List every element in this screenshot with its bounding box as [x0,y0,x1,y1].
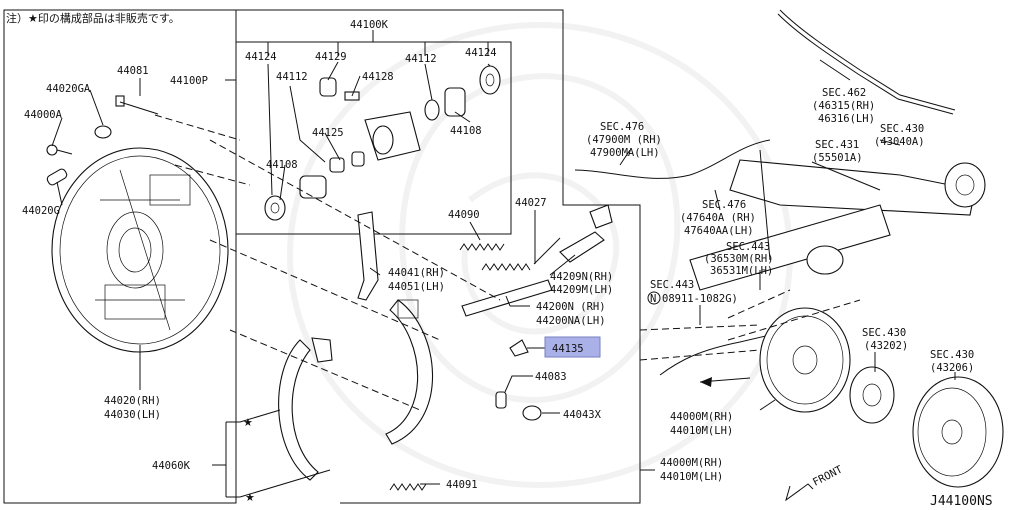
label-sec430-mid: SEC.430 [862,327,906,339]
diagram-id: J44100NS [930,494,993,509]
label-sec462-lh: 46316(LH) [818,113,875,125]
label-44135: 44135 [552,343,584,355]
label-44000A: 44000A [24,109,63,121]
spring-44090 [459,243,505,251]
label-sec443-a-lh: 36531M(LH) [710,265,773,277]
highlight-44135 [544,336,601,358]
label-44051: 44051(LH) [388,281,445,293]
spring-44027 [481,237,561,271]
label-44200NA: 44200NA(LH) [536,315,606,327]
label-44083: 44083 [535,371,567,383]
label-44209M: 44209M(LH) [550,284,613,296]
spring-44091 [389,483,427,491]
label-sec443-b-part: 08911-1082G) [662,293,738,305]
assembly-arrowhead [700,377,712,387]
grommet-44020GA [94,125,112,139]
label-44124-right: 44124 [465,47,497,59]
plug-44020G [46,168,68,186]
label-44100K: 44100K [350,19,389,31]
part-44135 [509,339,529,357]
label-44043X: 44043X [563,409,602,421]
label-44200N: 44200N (RH) [536,301,606,313]
label-sec430-top-part: (43040A) [874,136,925,148]
cup-44043X [522,405,542,421]
label-44010M-right: 44010M(LH) [670,425,733,437]
label-sec476-top-lh: 47900MA(LH) [590,147,660,159]
label-sec430-right: SEC.430 [930,349,974,361]
label-44209N: 44209N(RH) [550,271,613,283]
brake-drum [912,376,1004,488]
brake-shoes [278,299,433,481]
bolt-44000A [46,144,73,156]
n-circle-icon [647,291,661,305]
leader-lines [51,30,956,498]
label-sec430-right-part: (43206) [930,362,974,374]
labels: 44100K 44100P 44124 44129 44112 44128 44… [22,19,993,509]
label-44010M-bottom: 44010M(LH) [660,471,723,483]
bolt-44081 [115,95,159,115]
label-sec430-top: SEC.430 [880,123,924,135]
label-44129: 44129 [315,51,347,63]
front-label: FRONT [811,463,845,488]
label-44041: 44041(RH) [388,267,445,279]
label-sec443-a-rh: (36530M(RH) [704,253,774,265]
guide-lines [154,114,861,411]
label-44000M-right: 44000M(RH) [670,411,733,423]
label-44108-right: 44108 [450,125,482,137]
label-44060K: 44060K [152,460,191,472]
label-44020GA: 44020GA [46,83,91,95]
label-sec431: SEC.431 [815,139,859,151]
star-mark-lower: ★ [245,491,255,504]
label-44081: 44081 [117,65,149,77]
non-sale-note: 注）★印の構成部品は非販売です。 [6,11,180,25]
label-44128: 44128 [362,71,394,83]
rear-axle-assembly [574,9,986,376]
label-44000M-bottom: 44000M(RH) [660,457,723,469]
pin-44083 [495,391,507,409]
lever-44041 [357,211,379,301]
label-sec476-mid-lh: 47640AA(LH) [684,225,754,237]
label-44027: 44027 [515,197,547,209]
backing-plate-right [759,307,851,413]
front-arrow-icon [785,483,814,502]
lever-44209N [559,204,613,263]
label-44020: 44020(RH) [104,395,161,407]
cylinder-components [264,65,501,221]
label-44125: 44125 [312,127,344,139]
star-mark-upper: ★ [243,416,253,429]
label-sec443-a: SEC.443 [726,241,770,253]
label-44020G: 44020G [22,205,60,217]
backing-plate [51,147,229,353]
label-sec430-mid-part: (43202) [864,340,908,352]
label-44112-right: 44112 [405,53,437,65]
label-44030: 44030(LH) [104,409,161,421]
label-44090: 44090 [448,209,480,221]
label-44124-left: 44124 [245,51,277,63]
label-sec431-part: (55501A) [812,152,863,164]
label-sec476-mid-rh: (47640A (RH) [680,212,756,224]
label-sec476-top: SEC.476 [600,121,644,133]
label-44100P: 44100P [170,75,208,87]
label-sec443-b-n: N [650,293,656,305]
label-44108-left: 44108 [266,159,298,171]
label-44112-left: 44112 [276,71,308,83]
label-44091: 44091 [446,479,478,491]
label-sec443-b: SEC.443 [650,279,694,291]
label-sec462-rh: (46315(RH) [812,100,875,112]
label-sec462: SEC.462 [822,87,866,99]
label-sec476-top-rh: (47900M (RH) [586,134,662,146]
hub-bearing [849,366,895,424]
label-sec476-mid: SEC.476 [702,199,746,211]
